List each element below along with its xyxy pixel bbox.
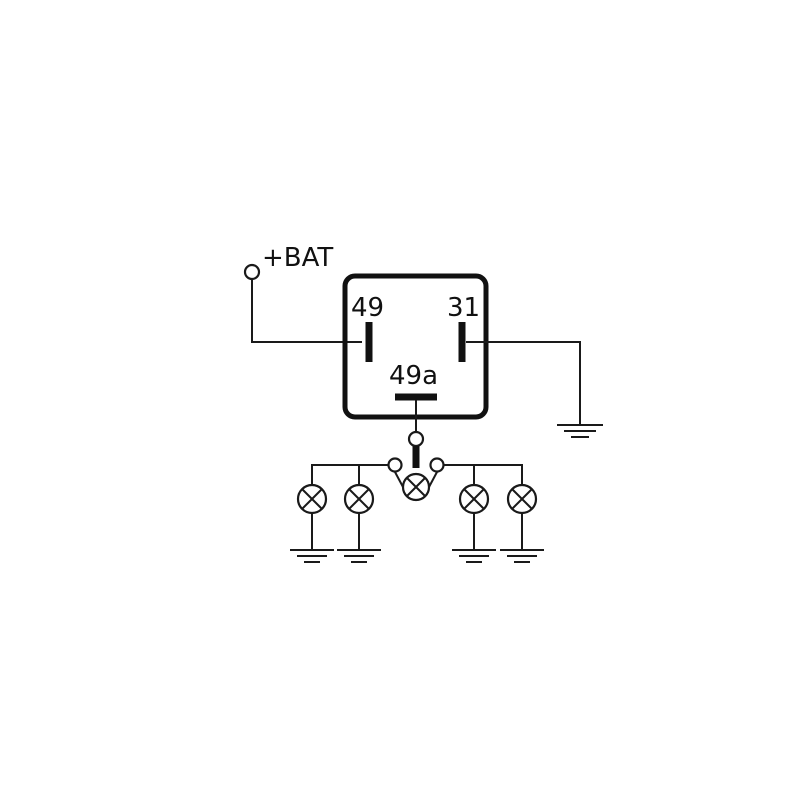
ground-wire-31 <box>466 341 581 425</box>
lamp-left-front <box>290 483 334 563</box>
flasher-relay: 49 31 49a <box>342 273 489 420</box>
terminal-49a-label: 49a <box>389 361 438 391</box>
terminal-31-label: 31 <box>447 293 480 323</box>
indicator-lamp <box>394 471 438 502</box>
switch-left-terminal <box>387 457 403 473</box>
right-bus-wire <box>444 464 523 485</box>
lamp-right-rear <box>500 483 544 563</box>
terminal-49-label: 49 <box>351 293 384 323</box>
lamp-right-front <box>452 483 496 563</box>
battery-terminal: +BAT <box>243 243 333 281</box>
lamp-left-rear <box>337 483 381 563</box>
switch-right-terminal <box>429 457 445 473</box>
ground-symbol-31 <box>557 424 603 438</box>
battery-wire <box>251 279 362 343</box>
battery-label: +BAT <box>262 243 333 273</box>
switch-common-terminal <box>407 430 425 448</box>
direction-switch <box>387 430 445 473</box>
left-bus-wire <box>311 464 388 485</box>
